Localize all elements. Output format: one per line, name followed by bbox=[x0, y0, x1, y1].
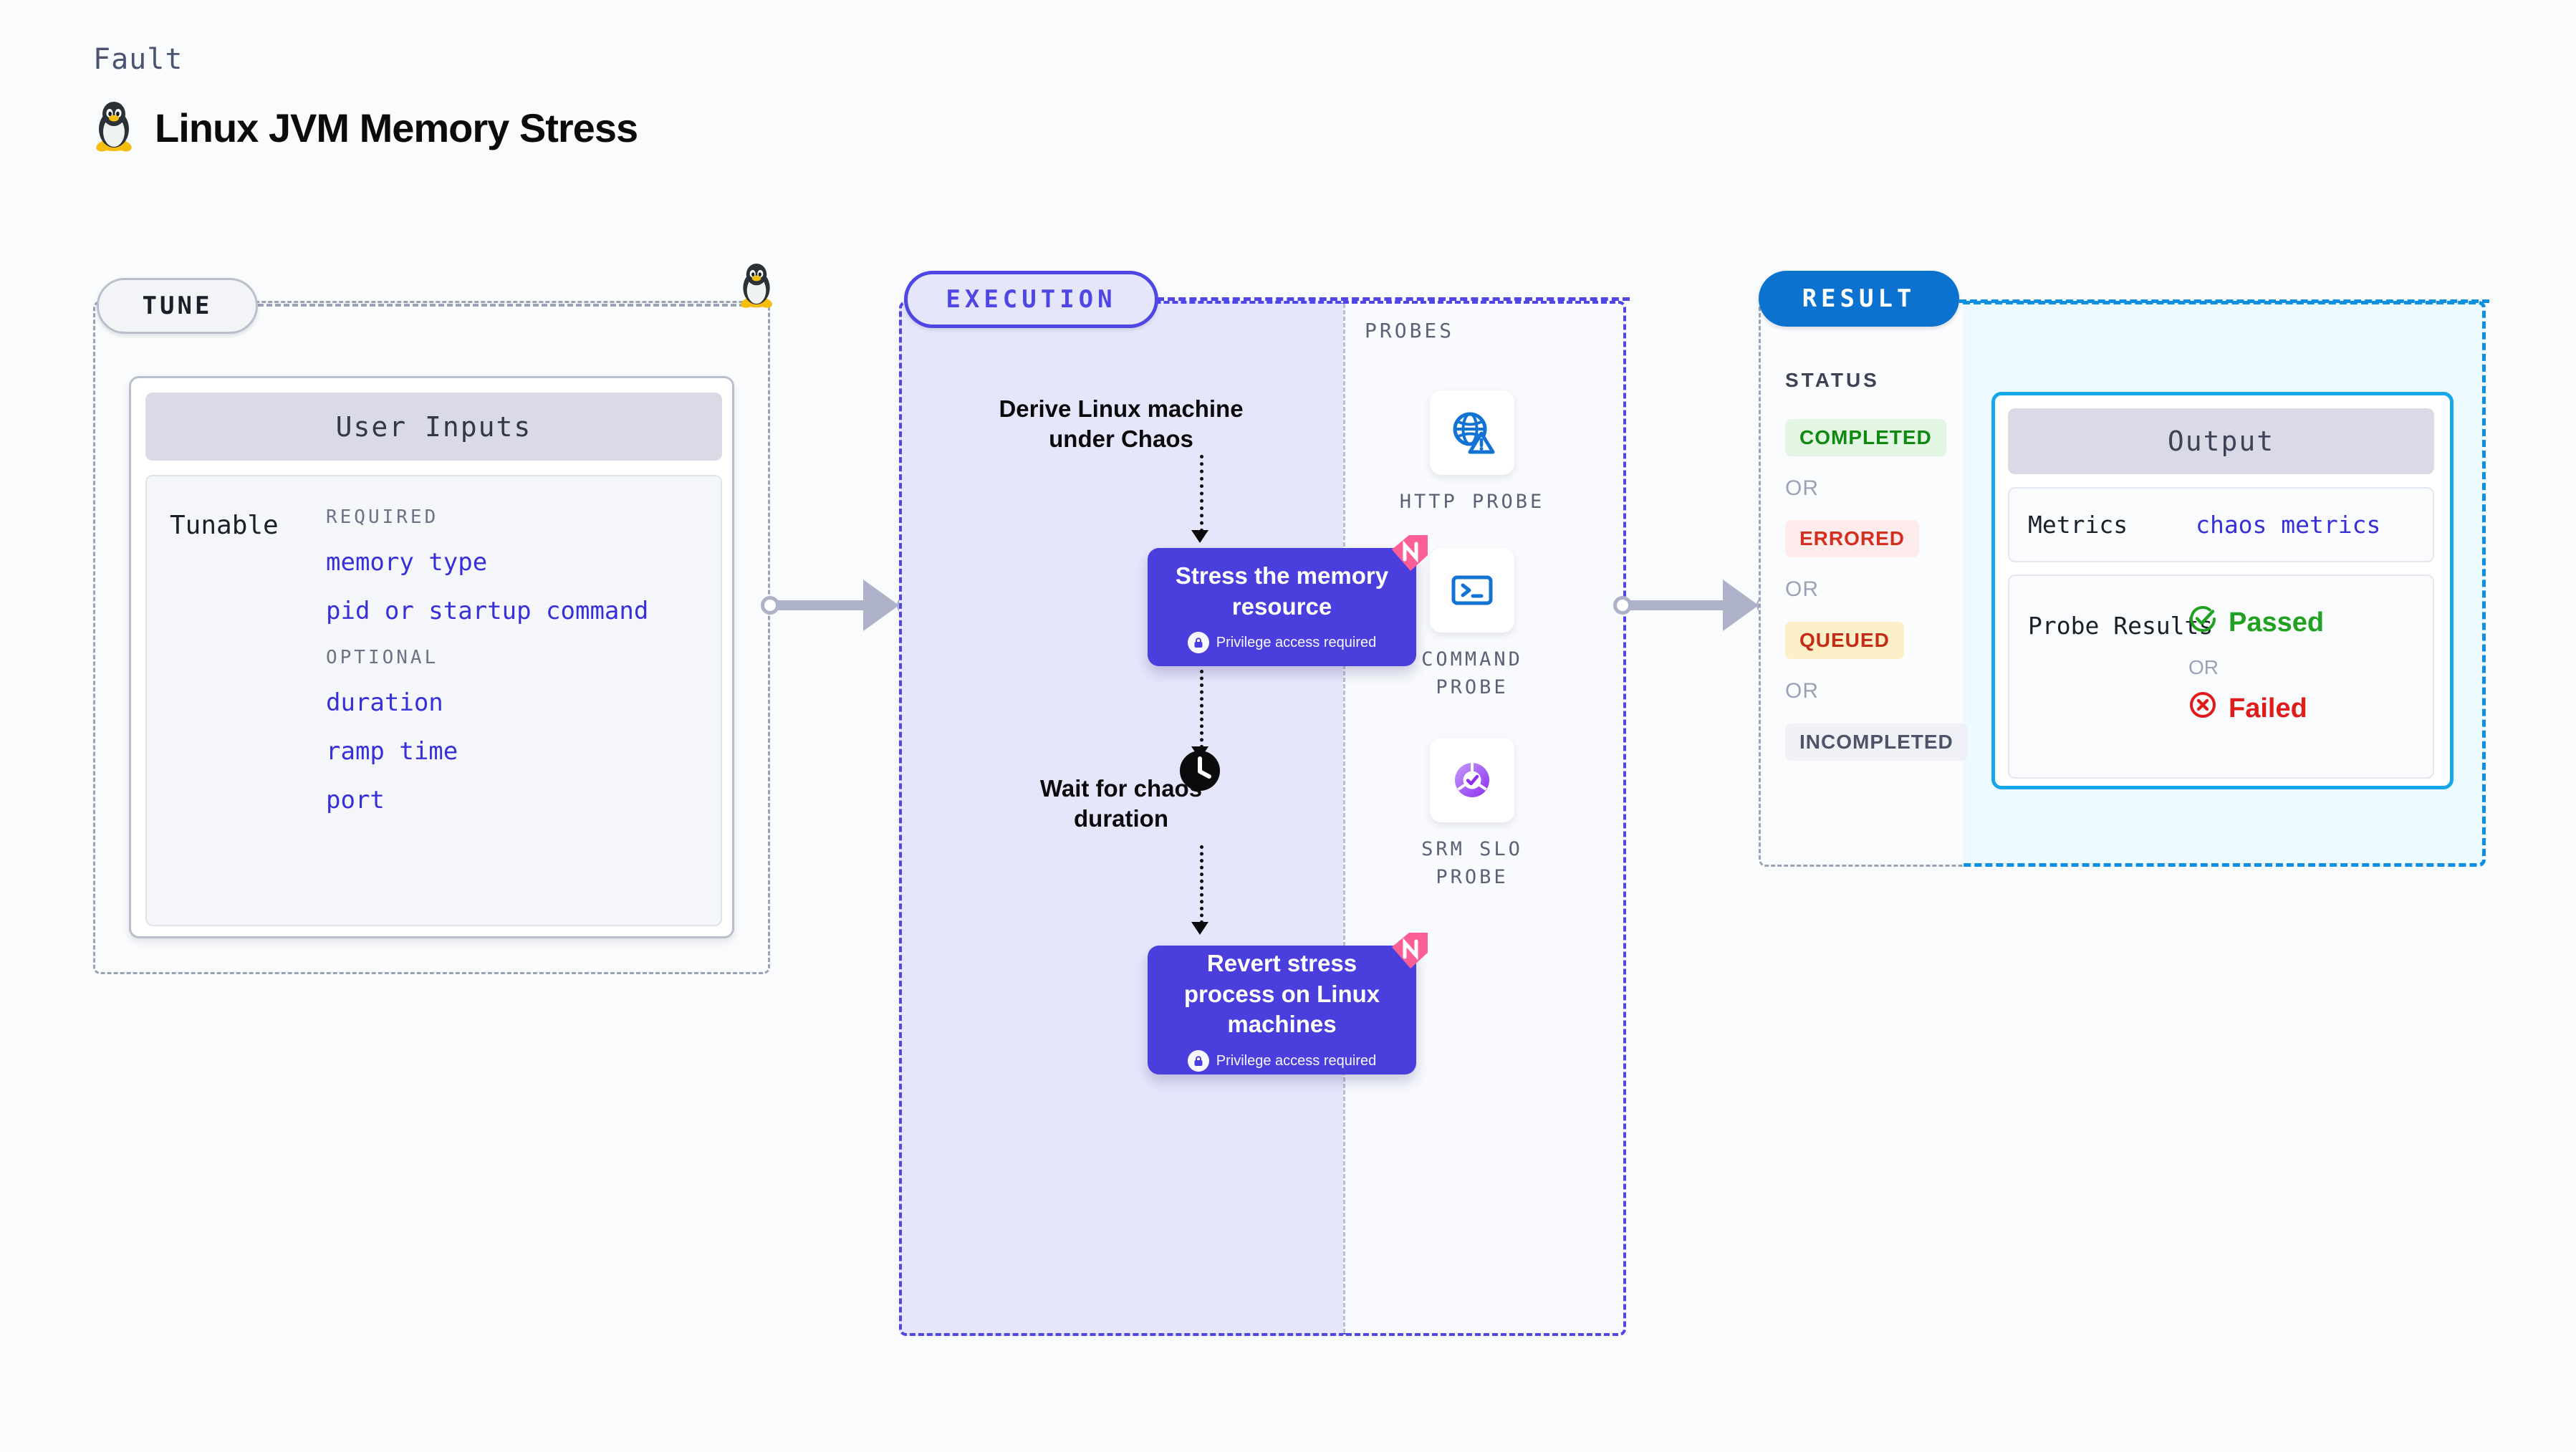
tunable-group-required-title: REQUIRED bbox=[326, 506, 439, 528]
status-or-3: OR bbox=[1785, 679, 1819, 703]
probes-title: PROBES bbox=[1365, 319, 1455, 342]
user-inputs-card: User Inputs Tunable REQUIRED memory type… bbox=[129, 376, 734, 938]
tunable-list: REQUIRED memory type pid or startup comm… bbox=[326, 506, 698, 814]
page-title-row: Linux JVM Memory Stress bbox=[93, 102, 638, 153]
status-or-1: OR bbox=[1785, 476, 1819, 500]
tunable-item-duration[interactable]: duration bbox=[326, 688, 443, 717]
metrics-label: Metrics bbox=[2028, 511, 2128, 539]
status-badge-queued: QUEUED bbox=[1785, 622, 1904, 659]
execution-connector-line bbox=[1157, 297, 1630, 301]
lock-icon-2 bbox=[1187, 1050, 1209, 1072]
flow-node-stress-title: Stress the memory resource bbox=[1175, 562, 1389, 620]
clock-icon bbox=[1178, 749, 1222, 793]
status-or-2: OR bbox=[1785, 577, 1819, 601]
user-inputs-title: User Inputs bbox=[145, 393, 722, 461]
probes-divider bbox=[1343, 304, 1345, 1333]
probe-http[interactable]: HTTP PROBE bbox=[1390, 390, 1554, 516]
execution-flow: Derive Linux machine under Chaos Stress … bbox=[899, 301, 1428, 1336]
check-circle-icon bbox=[2188, 605, 2217, 640]
status-title: STATUS bbox=[1785, 369, 1880, 391]
probe-command-label: COMMAND PROBE bbox=[1421, 648, 1523, 699]
chaos-ribbon-icon bbox=[1388, 531, 1432, 575]
page-header: Fault Linux JVM Memory Stress bbox=[93, 43, 638, 153]
result-pill-label: RESULT bbox=[1759, 271, 1959, 327]
flow-step-derive-label: Derive Linux machine under Chaos bbox=[999, 395, 1244, 453]
privilege-badge-stress: Privilege access required bbox=[1187, 632, 1377, 654]
probe-result-failed: Failed bbox=[2188, 691, 2307, 726]
status-badge-completed: COMPLETED bbox=[1785, 419, 1946, 456]
globe-warning-icon bbox=[1430, 390, 1514, 475]
lock-icon bbox=[1187, 632, 1209, 654]
tunable-item-pid-or-startup-command[interactable]: pid or startup command bbox=[326, 597, 649, 625]
tunable-item-ramp-time[interactable]: ramp time bbox=[326, 737, 458, 766]
probe-http-label: HTTP PROBE bbox=[1399, 491, 1545, 513]
flow-node-stress-memory[interactable]: Stress the memory resource Privilege acc… bbox=[1148, 535, 1428, 666]
user-inputs-body: Tunable REQUIRED memory type pid or star… bbox=[145, 475, 722, 926]
metrics-value[interactable]: chaos metrics bbox=[2196, 511, 2381, 539]
flow-connector-3 bbox=[1200, 845, 1203, 924]
probe-result-failed-label: Failed bbox=[2229, 693, 2307, 723]
flow-step-wait-label: Wait for chaos duration bbox=[1039, 775, 1203, 832]
output-title: Output bbox=[2008, 408, 2434, 474]
flow-connector-2 bbox=[1200, 670, 1203, 749]
privilege-badge-revert-label: Privilege access required bbox=[1216, 1052, 1377, 1069]
tux-penguin-line-icon bbox=[738, 264, 775, 313]
status-badge-incompleted: INCOMPLETED bbox=[1785, 723, 1968, 761]
flow-node-revert-title: Revert stress process on Linux machines bbox=[1183, 949, 1380, 1038]
fault-eyebrow-label: Fault bbox=[93, 43, 183, 76]
tune-pill-label: TUNE bbox=[97, 278, 258, 334]
probe-result-passed-label: Passed bbox=[2229, 607, 2325, 638]
tunable-item-port[interactable]: port bbox=[326, 786, 385, 814]
tune-panel bbox=[93, 301, 770, 974]
privilege-badge-revert: Privilege access required bbox=[1187, 1050, 1377, 1072]
probe-result-or: OR bbox=[2188, 656, 2219, 678]
probe-command[interactable]: COMMAND PROBE bbox=[1390, 548, 1554, 701]
tune-connector-line bbox=[258, 304, 745, 307]
result-status-panel bbox=[1759, 301, 1963, 867]
probe-results-row: Probe Results Passed OR Failed bbox=[2008, 574, 2434, 779]
result-connector-line bbox=[1959, 299, 2489, 303]
status-badge-errored: ERRORED bbox=[1785, 520, 1920, 557]
probe-srm-slo[interactable]: SRM SLO PROBE bbox=[1390, 738, 1554, 891]
tunable-group-optional-title: OPTIONAL bbox=[326, 647, 439, 668]
probe-result-passed: Passed bbox=[2188, 605, 2324, 640]
execution-pill-label: EXECUTION bbox=[904, 271, 1158, 328]
tunable-label: Tunable bbox=[170, 511, 279, 540]
flow-arrowhead-3 bbox=[1191, 922, 1208, 935]
flow-node-revert-stress[interactable]: Revert stress process on Linux machines … bbox=[1148, 933, 1428, 1074]
probe-srm-slo-label: SRM SLO PROBE bbox=[1421, 838, 1523, 889]
probe-results-label: Probe Results bbox=[2028, 612, 2214, 640]
tux-penguin-icon bbox=[93, 102, 135, 153]
flow-connector-1 bbox=[1200, 455, 1203, 532]
output-card: Output Metrics chaos metrics Probe Resul… bbox=[1991, 392, 2454, 789]
tunable-item-memory-type[interactable]: memory type bbox=[326, 548, 488, 577]
metrics-row: Metrics chaos metrics bbox=[2008, 487, 2434, 562]
execution-panel bbox=[899, 301, 1343, 1336]
terminal-icon bbox=[1430, 548, 1514, 633]
slo-donut-icon bbox=[1430, 738, 1514, 822]
flow-arrowhead-1 bbox=[1191, 530, 1208, 543]
page-title: Linux JVM Memory Stress bbox=[155, 105, 638, 150]
privilege-badge-stress-label: Privilege access required bbox=[1216, 634, 1377, 650]
chaos-ribbon-icon-2 bbox=[1388, 928, 1432, 973]
x-circle-icon bbox=[2188, 691, 2217, 726]
